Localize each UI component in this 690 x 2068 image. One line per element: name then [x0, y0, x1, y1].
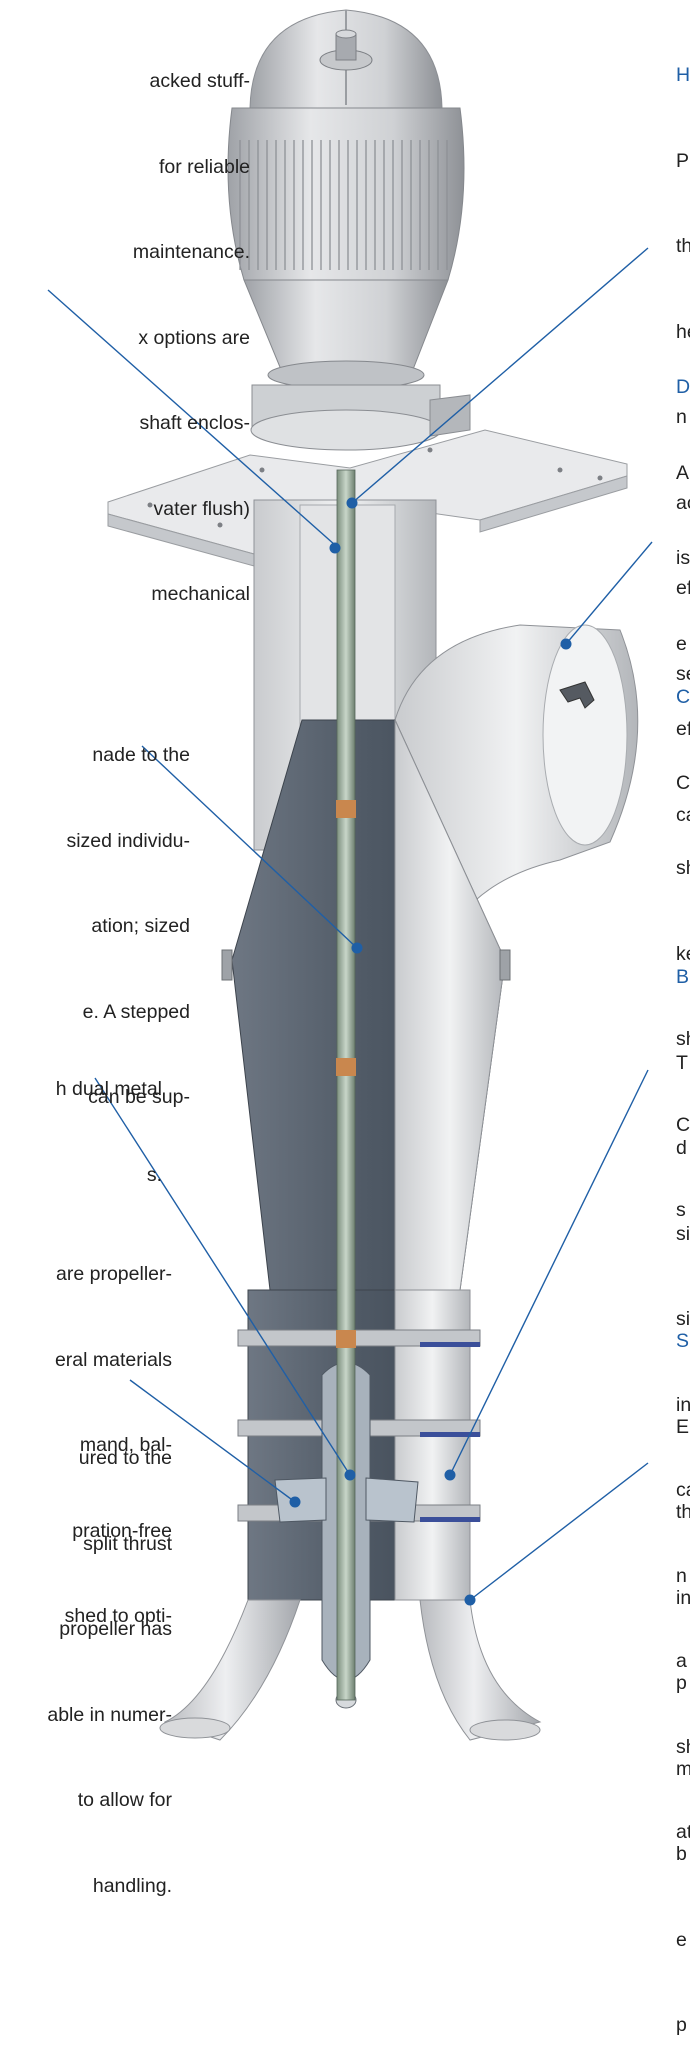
callout-line: p: [676, 1672, 687, 1694]
callout-line: is: [676, 547, 690, 569]
callout-left-stuffing-box: acked stuff- for reliable maintenance. x…: [0, 10, 250, 637]
base-plate-bolts: [147, 447, 603, 528]
motor-cap: [249, 9, 443, 109]
base-plate: [107, 429, 628, 567]
callout-line: ke: [676, 942, 690, 965]
callout-left-shaft: nade to the sized individu- ation; sized…: [0, 684, 190, 1140]
callout-heading: S: [676, 1330, 690, 1352]
callout-line: to allow for: [77, 1789, 172, 1811]
callout-line: split thrust: [83, 1532, 172, 1555]
callout-line: s.: [146, 1163, 162, 1186]
callout-line: nade to the: [92, 744, 190, 766]
flange-gasket: [420, 1517, 480, 1522]
callout-left-thrust: ured to the split thrust propeller has a…: [0, 1387, 172, 1929]
callout-line: ation; sized: [91, 915, 190, 937]
callout-line: a: [676, 1650, 687, 1672]
callout-heading: B: [676, 966, 690, 988]
callout-left-bearings: h dual metal s.: [0, 1018, 162, 1218]
callout-line: shaft enclos-: [139, 412, 250, 434]
motor-body: [227, 107, 465, 390]
motor-cooling-fins: [239, 140, 448, 270]
callout-line: C: [676, 771, 690, 794]
callout-line: able in numer-: [47, 1703, 172, 1726]
callout-line: A: [676, 461, 690, 484]
callout-line: n: [676, 1564, 687, 1587]
flange-ring: [237, 1329, 481, 1347]
callout-line: T: [676, 1051, 688, 1074]
callout-line: ca: [676, 803, 690, 826]
callout-line: ca: [676, 1479, 690, 1501]
callout-line: se: [676, 662, 690, 685]
callout-line: si: [676, 1222, 690, 1245]
callout-line: m: [676, 1757, 690, 1780]
callout-line: for reliable: [158, 155, 250, 178]
motor-stand: [250, 384, 471, 451]
callout-line: are propeller-: [56, 1263, 172, 1285]
callout-right-d: D A is e ef ca: [676, 316, 690, 858]
shaft-bearings: [336, 800, 356, 1348]
callout-line: ef: [676, 577, 690, 599]
callout-line: propeller has: [59, 1618, 172, 1640]
callout-line: ef: [676, 718, 690, 740]
bowl-flange-bolts-upper: [221, 949, 511, 981]
callout-left-propeller: are propeller- eral materials mand, bal-…: [0, 1203, 172, 1659]
callout-line: s: [676, 1199, 686, 1221]
callout-line: mechanical: [151, 583, 250, 605]
callout-right-b: B T d si si in ca n a sh at: [676, 906, 690, 1875]
callout-right-c: C C sh ke sh C s: [676, 626, 690, 1253]
callout-heading: C: [676, 686, 690, 708]
callout-line: pration-free: [72, 1519, 172, 1542]
callout-line: C: [676, 1113, 690, 1136]
callout-heading: H: [676, 64, 690, 86]
callout-line: d: [676, 1137, 687, 1159]
callout-line: in: [676, 1586, 690, 1609]
callout-line: n: [676, 406, 687, 428]
pump-cutaway-diagram: [47, 9, 653, 1741]
callout-line: handling.: [92, 1874, 172, 1897]
callout-line: eral materials: [54, 1348, 172, 1371]
callout-line: can be sup-: [88, 1086, 190, 1108]
callout-line: th: [676, 1501, 690, 1523]
flange-gasket: [420, 1432, 480, 1437]
leader-dots: [289, 497, 572, 1606]
callout-line: he: [676, 320, 690, 343]
callout-line: h dual metal: [55, 1078, 162, 1100]
callout-line: th: [676, 235, 690, 257]
callout-line: in: [676, 1393, 690, 1416]
callout-line: si: [676, 1308, 690, 1330]
callout-line: sh: [676, 857, 690, 879]
leader-lines: [47, 247, 653, 1601]
callout-line: p: [676, 2014, 687, 2036]
flange-gasket: [420, 1342, 480, 1347]
callout-line: acked stuff-: [149, 70, 250, 92]
callout-line: ured to the: [78, 1447, 172, 1469]
callout-heading: D: [676, 376, 690, 398]
callout-right-h: H P th he n ac ef se: [676, 4, 690, 717]
callout-line: sized individu-: [66, 829, 190, 852]
callout-line: x options are: [138, 326, 250, 349]
callout-right-s: S E th in p m b e p: [676, 1270, 690, 2068]
callout-line: ac: [676, 491, 690, 514]
callout-line: b: [676, 1843, 687, 1865]
callout-line: maintenance.: [132, 241, 250, 263]
callout-line: mand, bal-: [79, 1434, 172, 1456]
callout-line: e: [676, 1928, 687, 1951]
callout-line: shed to opti-: [64, 1605, 172, 1627]
callout-line: sh: [676, 1028, 690, 1050]
callout-line: P: [676, 149, 690, 172]
callout-line: vater flush): [153, 497, 250, 520]
pump-shaft: [336, 469, 356, 1701]
callout-line: e: [676, 632, 687, 655]
callout-line: e. A stepped: [82, 1000, 190, 1023]
callout-line: E: [676, 1415, 690, 1438]
bowl-assembly: [221, 719, 511, 1291]
